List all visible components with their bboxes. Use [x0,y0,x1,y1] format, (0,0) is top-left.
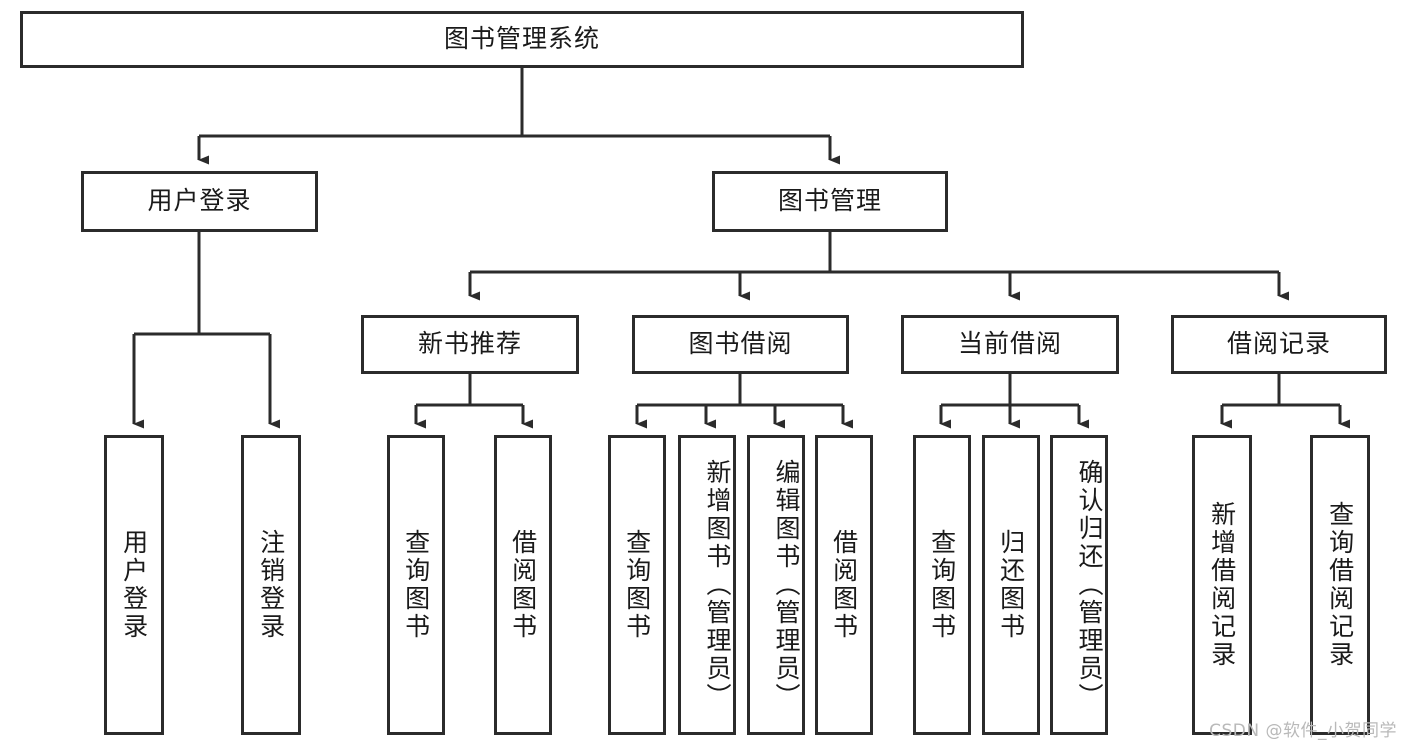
leaf-edit-book[interactable]: 编辑图书（管理员） [747,435,805,735]
leaf-query-book-1[interactable]: 查询图书 [387,435,445,735]
node-new-book-recommend[interactable]: 新书推荐 [361,315,579,374]
leaf-logout-login[interactable]: 注销登录 [241,435,301,735]
leaf-add-book[interactable]: 新增图书（管理员） [678,435,736,735]
node-book-management[interactable]: 图书管理 [712,171,948,232]
leaf-borrow-book-1[interactable]: 借阅图书 [494,435,552,735]
leaf-confirm-return[interactable]: 确认归还（管理员） [1050,435,1108,735]
leaf-query-book-2[interactable]: 查询图书 [608,435,666,735]
leaf-query-record[interactable]: 查询借阅记录 [1310,435,1370,735]
node-borrow-record[interactable]: 借阅记录 [1171,315,1387,374]
leaf-query-book-3[interactable]: 查询图书 [913,435,971,735]
leaf-return-book[interactable]: 归还图书 [982,435,1040,735]
node-user-login[interactable]: 用户登录 [81,171,318,232]
watermark-text: CSDN @软件_小贺同学 [1209,721,1397,741]
node-book-borrow[interactable]: 图书借阅 [632,315,849,374]
node-current-borrow[interactable]: 当前借阅 [901,315,1119,374]
leaf-add-record[interactable]: 新增借阅记录 [1192,435,1252,735]
node-root[interactable]: 图书管理系统 [20,11,1024,68]
leaf-user-login[interactable]: 用户登录 [104,435,164,735]
leaf-borrow-book-2[interactable]: 借阅图书 [815,435,873,735]
